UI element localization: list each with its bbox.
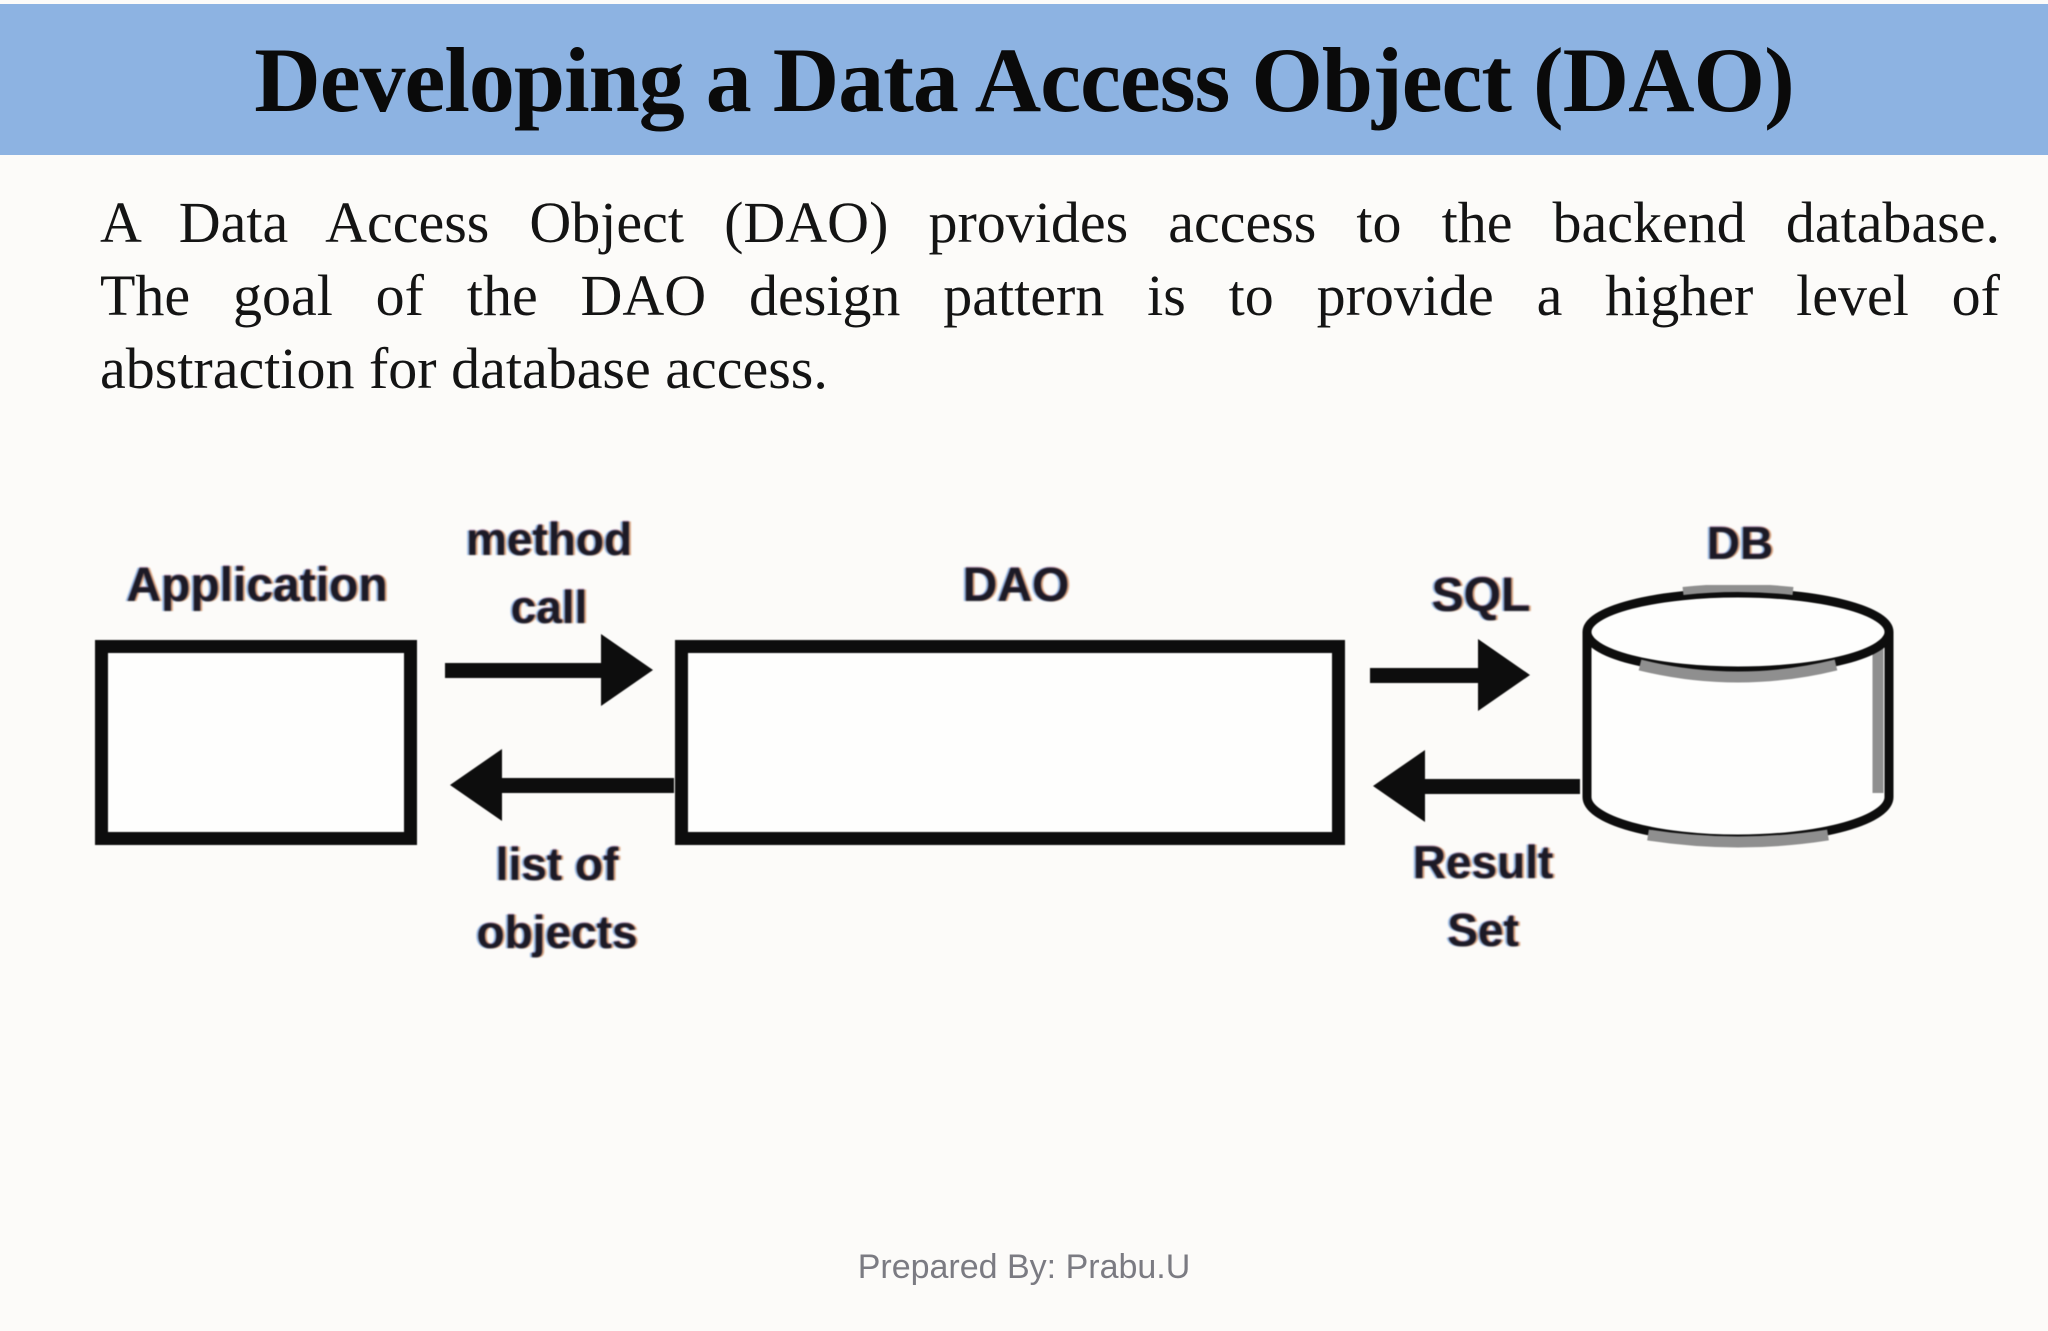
result-set-label-line2: Set	[1447, 904, 1519, 956]
db-label: DB	[1706, 517, 1774, 569]
result-set-label-line1: Result	[1412, 836, 1554, 888]
sql-label: SQL	[1431, 569, 1531, 622]
list-of-objects-label-line2: objects	[476, 906, 638, 958]
list-of-objects-arrow-icon	[450, 749, 674, 821]
arrow-shaft	[502, 777, 674, 793]
arrow-head	[1373, 750, 1425, 822]
sql-arrow-icon	[1370, 639, 1530, 711]
dao-box	[675, 640, 1345, 845]
title-band: Developing a Data Access Object (DAO)	[0, 4, 2048, 155]
body-line: A Data Access Object (DAO) provides acce…	[100, 190, 2000, 255]
body-line: The goal of the DAO design pattern is to…	[100, 263, 2000, 328]
arrow-head	[601, 634, 653, 706]
application-box-label: Application	[126, 559, 388, 612]
list-of-objects-label-line1: list of	[495, 838, 619, 890]
database-cylinder-icon	[1582, 585, 1894, 848]
arrow-head	[1478, 639, 1530, 711]
page-title: Developing a Data Access Object (DAO)	[254, 28, 1794, 131]
result-set-arrow-icon	[1373, 750, 1580, 822]
footer-credit: Prepared By: Prabu.U	[857, 1248, 1191, 1286]
body-paragraph: A Data Access Object (DAO) provides acce…	[100, 186, 2000, 405]
arrow-shaft	[1425, 778, 1580, 794]
method-call-label-line2: call	[510, 581, 588, 633]
body-line: abstraction for database access.	[100, 336, 828, 401]
method-call-arrow-icon	[445, 634, 653, 706]
application-box	[95, 640, 417, 845]
arrow-head	[450, 749, 502, 821]
arrow-shaft	[1370, 667, 1478, 683]
arrow-shaft	[445, 662, 601, 678]
dao-box-label: DAO	[962, 559, 1070, 612]
method-call-label-line1: method	[465, 513, 633, 565]
